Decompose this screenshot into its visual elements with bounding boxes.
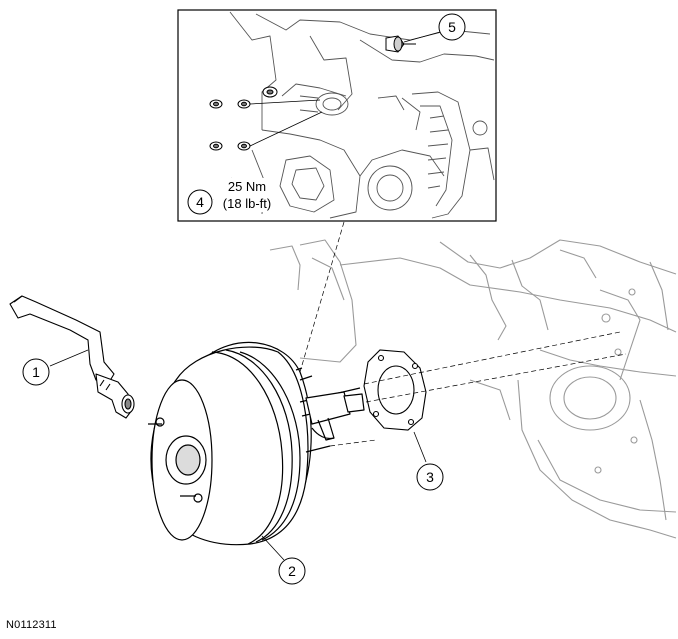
vacuum-hose [9, 295, 135, 419]
callout-3: 3 [416, 463, 444, 491]
figure-id: N0112311 [6, 619, 57, 631]
svg-text:1: 1 [32, 364, 40, 380]
leader-lines [299, 221, 627, 447]
vehicle-structure [269, 239, 677, 539]
svg-text:5: 5 [448, 19, 456, 35]
torque-spec: 25 Nm (18 lb-ft) [214, 178, 278, 212]
booster-gasket [363, 349, 427, 431]
mounting-nuts [209, 86, 278, 151]
pushpin-fastener [385, 35, 416, 53]
svg-text:2: 2 [288, 563, 296, 579]
torque-metric: 25 Nm [228, 179, 266, 194]
torque-imperial: (18 lb-ft) [223, 196, 271, 211]
brake-booster [148, 341, 365, 546]
svg-text:4: 4 [196, 194, 204, 210]
svg-text:3: 3 [426, 469, 434, 485]
callout-2: 2 [278, 557, 306, 585]
callout-4: 4 [187, 189, 213, 215]
callout-5: 5 [438, 13, 466, 41]
callout-1: 1 [22, 358, 50, 386]
